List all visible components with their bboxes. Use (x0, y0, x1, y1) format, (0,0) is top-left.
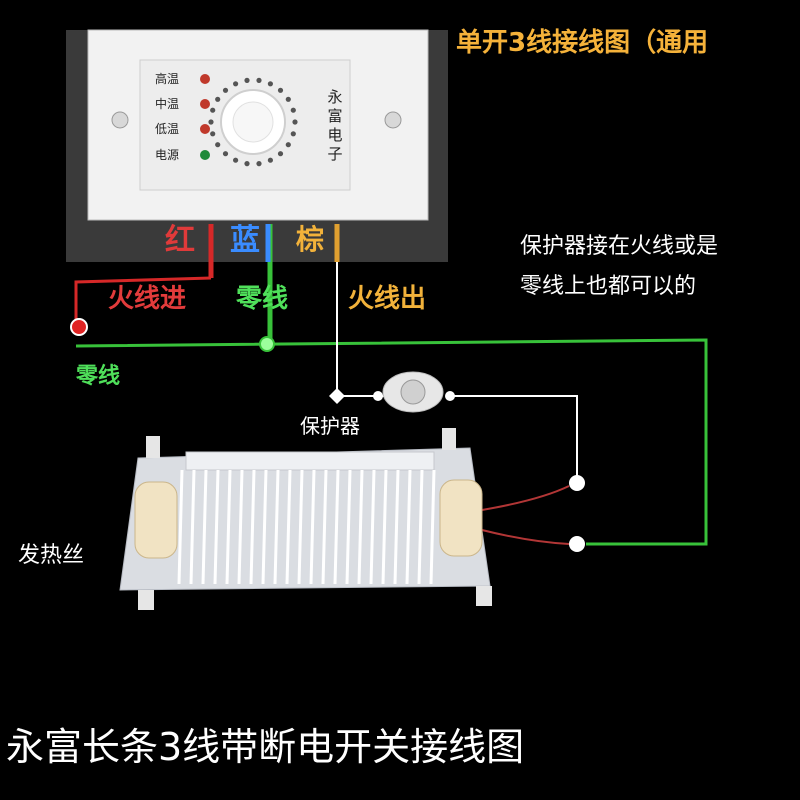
heater-terminal-bottom (569, 536, 585, 552)
heater-fin (429, 469, 436, 585)
knob-dot (215, 142, 221, 148)
heater-fin (369, 469, 376, 585)
brown-wire-label: 棕 (296, 223, 325, 256)
knob-dot (277, 151, 284, 157)
knob-dot-ring (208, 77, 298, 167)
neutral-label-switch: 零线 (236, 284, 289, 314)
heater-fin (345, 469, 352, 585)
knob-dot (233, 81, 239, 87)
footer-title: 永富长条3线带断电开关接线图 (6, 725, 525, 769)
heater-fin (201, 469, 208, 585)
heater-fin (417, 469, 424, 585)
knob-dot (290, 131, 296, 137)
heater-fins (177, 469, 436, 585)
indicator-label-low: 低温 (155, 122, 180, 136)
screw-right (384, 111, 402, 129)
knob-dot (208, 119, 214, 125)
indicator-light-low (200, 124, 210, 134)
heater-fin (285, 469, 292, 585)
live-in-terminal (70, 318, 88, 336)
indicator-label-mid: 中温 (155, 97, 180, 111)
heater-bracket-tl (146, 436, 160, 458)
knob-dot (244, 161, 250, 167)
heater-fin (309, 469, 316, 585)
live-out-label: 火线出 (348, 284, 427, 314)
protector-terminal-left (373, 391, 383, 401)
thermal-protector (382, 371, 444, 413)
knob-dot (285, 96, 291, 102)
brand-label: 永富电子 (327, 88, 343, 163)
heater-fin (273, 469, 280, 585)
indicator-light-mid (200, 99, 210, 109)
knob-dot (244, 77, 250, 83)
note-line-1: 保护器接在火线或是 (520, 234, 719, 259)
protector-label: 保护器 (300, 414, 360, 438)
note-line-2: 零线上也都可以的 (520, 274, 697, 299)
heater-end-cap-left (134, 481, 178, 559)
heater-label: 发热丝 (18, 543, 85, 568)
heater-fin (189, 469, 196, 585)
rotary-knob-cap (232, 101, 274, 143)
heater-bracket-tr (442, 428, 456, 450)
screw-left (111, 111, 129, 129)
heater-fin (393, 469, 400, 585)
heater-terminal-top (569, 475, 585, 491)
heater-fin (405, 469, 412, 585)
heating-element (119, 428, 492, 610)
heater-bracket-bl (138, 590, 154, 610)
heater-fin (225, 469, 232, 585)
knob-dot (256, 77, 262, 83)
knob-dot (233, 157, 239, 163)
switch-unit (66, 29, 448, 262)
indicator-light-high (200, 74, 210, 84)
heater-bracket-br (476, 586, 492, 606)
header-title: 单开3线接线图（通用 (456, 28, 709, 58)
knob-dot (215, 96, 221, 102)
neutral-label-main: 零线 (76, 364, 121, 389)
heater-fin (321, 469, 328, 585)
blue-wire-label: 蓝 (230, 223, 260, 258)
knob-dot (210, 131, 216, 137)
indicator-light-power (200, 150, 210, 160)
heater-lead-bottom (481, 529, 570, 545)
protector-cap (400, 379, 426, 405)
heater-fin (177, 469, 184, 585)
knob-dot (256, 161, 262, 167)
indicator-label-power: 电源 (155, 148, 180, 162)
knob-dot (290, 107, 296, 113)
indicator-label-high: 高温 (155, 72, 180, 86)
heater-fin (357, 469, 364, 585)
heater-fin (213, 469, 220, 585)
live-in-label: 火线进 (108, 284, 187, 314)
heater-fin (237, 469, 244, 585)
knob-dot (267, 157, 273, 163)
heater-fin (381, 469, 388, 585)
heater-fin (261, 469, 268, 585)
knob-dot (267, 81, 273, 87)
heater-lead-top (481, 485, 570, 511)
neutral-junction (259, 336, 275, 352)
knob-dot (222, 151, 229, 157)
red-wire-label: 红 (165, 223, 195, 258)
knob-dot (210, 107, 216, 113)
neutral-wire (75, 338, 708, 546)
protector-out-wire (450, 395, 578, 482)
knob-dot (292, 119, 298, 125)
knob-dot (285, 142, 291, 148)
live-in-wire (74, 276, 212, 326)
heater-fin (297, 469, 304, 585)
heater-fin (333, 469, 340, 585)
heater-top-strip (185, 451, 435, 471)
knob-dot (277, 87, 284, 93)
live-out-connector (329, 388, 345, 404)
knob-dot (222, 87, 229, 93)
heater-end-cap-right (439, 479, 483, 557)
heater-fin (249, 469, 256, 585)
